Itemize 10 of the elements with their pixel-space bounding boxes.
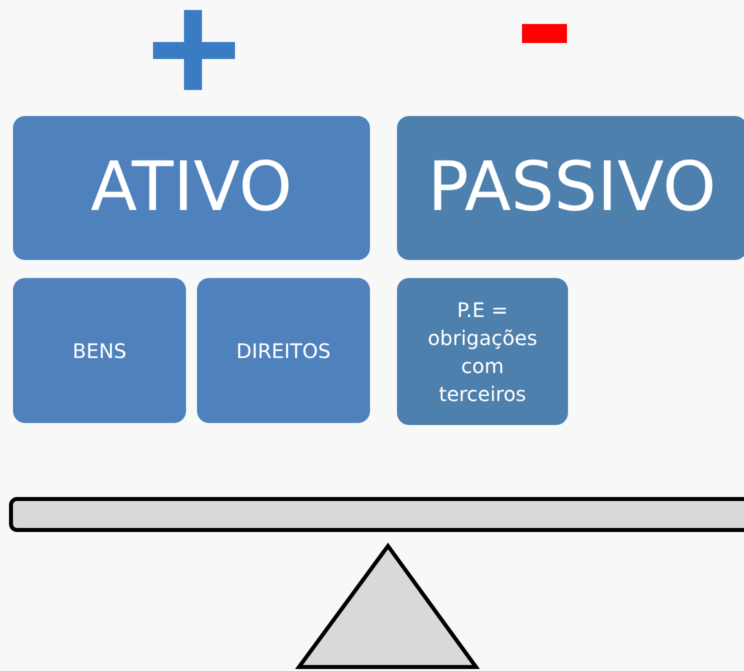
node-text: BENS: [72, 338, 126, 364]
item-box: [397, 278, 568, 425]
item-box: [197, 278, 370, 423]
account-box: [397, 116, 744, 260]
node-text: P.E = obrigações com terceiros: [426, 296, 538, 408]
item-box: [13, 278, 186, 423]
node-text: DIREITOS: [236, 338, 331, 364]
account-box: [13, 116, 370, 260]
node-text: PASSIVO: [428, 147, 716, 230]
node-text: ATIVO: [90, 147, 292, 230]
